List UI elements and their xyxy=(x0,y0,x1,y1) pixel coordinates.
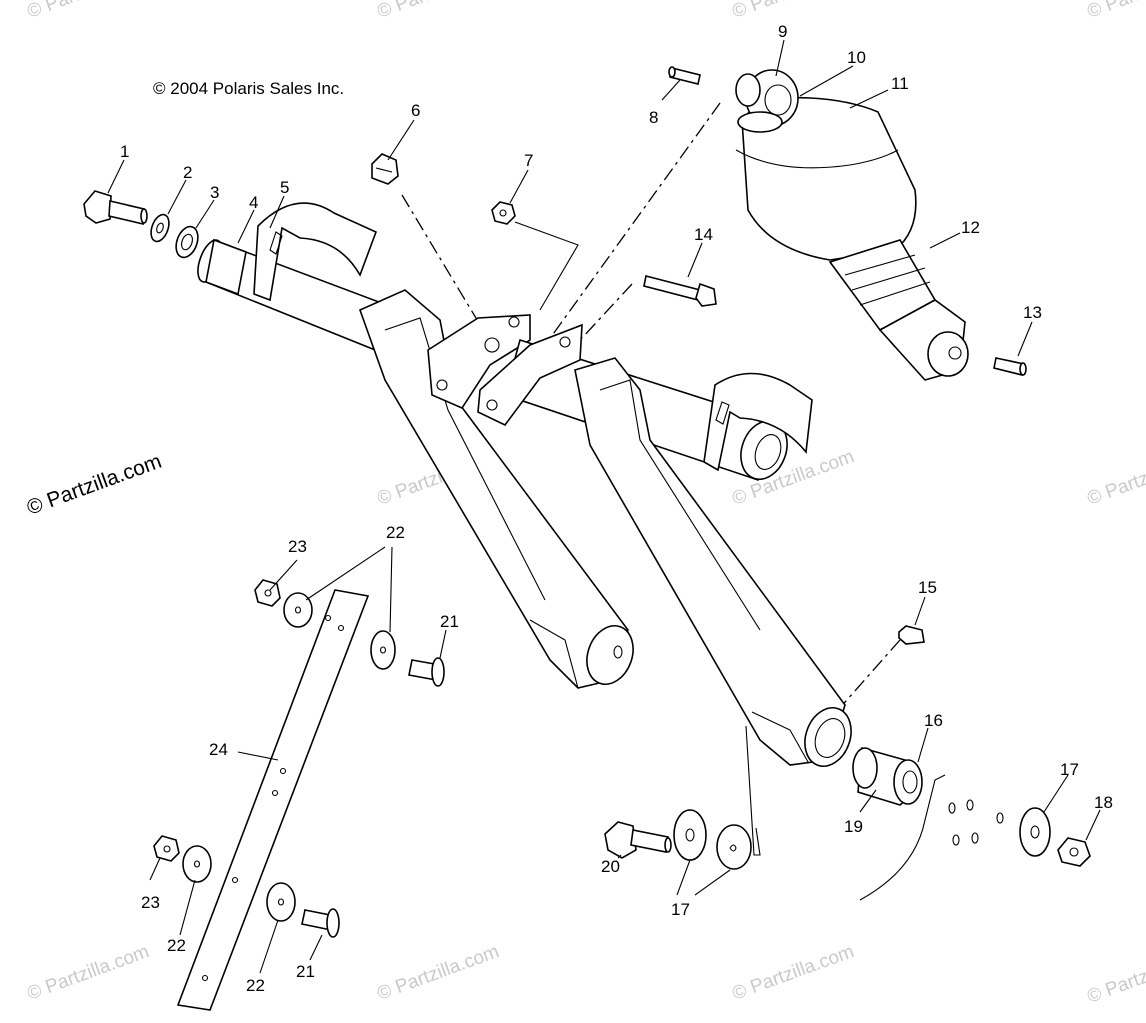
part-13-pin xyxy=(993,357,1027,376)
part-9-10-shock-eye xyxy=(735,69,799,133)
right-suspension-arm xyxy=(477,323,852,767)
part-11-12-shock-absorber xyxy=(735,96,969,381)
callout-23-lower: 23 xyxy=(141,893,160,912)
part-17-washer-right xyxy=(1019,807,1051,857)
part-22-washer-mid xyxy=(370,630,396,670)
callout-21-lower: 21 xyxy=(296,962,315,981)
callout-19: 19 xyxy=(844,817,863,836)
part-22-washer-bottom xyxy=(266,882,296,922)
part-14-bolt xyxy=(643,275,717,307)
callout-5: 5 xyxy=(280,178,289,197)
callout-17-bottom: 17 xyxy=(671,900,690,919)
part-6-grease-fitting xyxy=(371,153,399,185)
callout-12: 12 xyxy=(961,218,980,237)
callout-16: 16 xyxy=(924,711,943,730)
watermark-4: © Partzilla.com xyxy=(730,941,857,1005)
callout-7: 7 xyxy=(524,151,533,170)
part-22-washer-lower xyxy=(182,845,212,883)
left-suspension-arm xyxy=(197,202,634,689)
callout-18: 18 xyxy=(1094,793,1113,812)
callout-24: 24 xyxy=(209,740,228,759)
part-1-bolt xyxy=(83,190,148,225)
watermark-9: © Partzilla.com xyxy=(375,0,502,23)
part-20-bolt xyxy=(604,821,672,859)
callout-20: 20 xyxy=(601,857,620,876)
leader-lines xyxy=(107,39,1101,974)
partzilla-watermark: © Partzilla.com xyxy=(24,450,165,520)
part-16-19-spacer xyxy=(852,746,923,806)
part-23-nut-lower xyxy=(153,835,180,862)
callout-22-lower-left: 22 xyxy=(167,936,186,955)
callout-17-right: 17 xyxy=(1060,760,1079,779)
callout-23-upper: 23 xyxy=(288,537,307,556)
callout-15: 15 xyxy=(918,578,937,597)
nut-7-leader xyxy=(514,221,579,311)
watermark-10: © Partzilla.com xyxy=(730,0,857,23)
watermark-5: © Partzilla.com xyxy=(25,941,152,1005)
part-22-washer-upper xyxy=(283,592,313,628)
callout-4: 4 xyxy=(249,193,258,212)
callout-11: 11 xyxy=(891,74,909,93)
part-24-strap xyxy=(176,589,370,1011)
part-7-nut xyxy=(491,201,516,225)
callout-14: 14 xyxy=(694,225,713,244)
part-21-rivet-lower xyxy=(301,908,340,938)
callout-10: 10 xyxy=(847,48,866,67)
watermark-8: © Partzilla.com xyxy=(25,0,152,23)
callout-2: 2 xyxy=(183,163,192,182)
watermark-3: © Partzilla.com xyxy=(375,941,502,1005)
part-2-washer xyxy=(150,213,170,243)
callout-22-bottom: 22 xyxy=(246,976,265,995)
frame-edge-left xyxy=(745,725,761,856)
copyright-text: © 2004 Polaris Sales Inc. xyxy=(153,79,344,98)
part-21-rivet-upper xyxy=(408,657,445,687)
callout-9: 9 xyxy=(778,22,787,41)
callout-8: 8 xyxy=(649,108,658,127)
callout-1: 1 xyxy=(120,142,129,161)
callout-21-upper: 21 xyxy=(440,612,459,631)
callout-6: 6 xyxy=(411,101,420,120)
part-18-nut xyxy=(1057,837,1091,867)
part-8-pin xyxy=(668,66,701,85)
part-17-washer-mid xyxy=(716,824,752,870)
part-23-nut-upper xyxy=(254,579,281,607)
callout-labels: 1 2 3 4 5 6 7 8 9 10 11 12 13 14 15 16 1… xyxy=(120,22,1113,995)
assembly-lines xyxy=(401,102,901,711)
callout-13: 13 xyxy=(1023,303,1042,322)
watermark-6: © Partzilla.com xyxy=(1085,446,1146,510)
callout-3: 3 xyxy=(210,183,219,202)
watermark-11: © Partzilla.com xyxy=(1085,0,1146,23)
frame-edge-right xyxy=(859,774,1004,901)
callout-22-top: 22 xyxy=(386,523,405,542)
part-3-washer xyxy=(175,225,199,259)
watermark-7: © Partzilla.com xyxy=(1085,944,1146,1008)
part-15-grease-fitting xyxy=(898,625,925,645)
part-17-washer-left xyxy=(673,809,707,861)
